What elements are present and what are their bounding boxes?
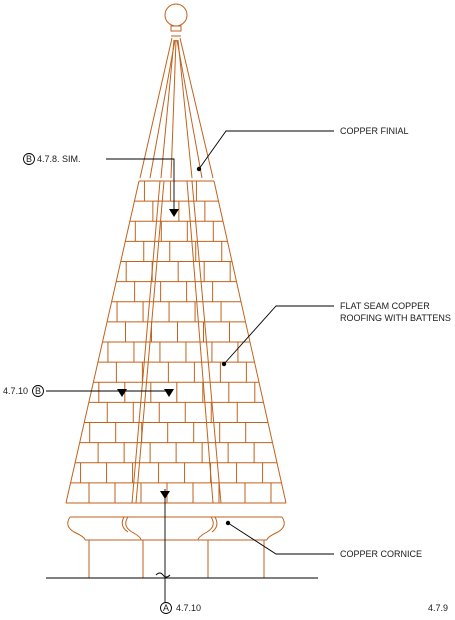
reference-top-left-letter: B xyxy=(26,154,32,164)
cornice xyxy=(66,502,286,541)
leader-copper-finial xyxy=(196,130,334,172)
reference-mid-left-letter: B xyxy=(35,386,41,396)
roof-cone xyxy=(65,180,287,504)
upper-spire xyxy=(139,37,214,182)
section-marker-bottom xyxy=(160,489,170,602)
finial xyxy=(164,3,188,37)
section-marker-mid xyxy=(46,389,174,397)
leader-flat-seam xyxy=(221,305,334,367)
reference-mid-left-text: 4.7.10 xyxy=(3,386,28,396)
reference-bottom-text: 4.7.10 xyxy=(176,603,201,613)
section-marker-top xyxy=(106,158,179,217)
label-copper-cornice: COPPER CORNICE xyxy=(340,549,422,559)
reference-top-left-text: 4.7.8. SIM. xyxy=(37,154,81,164)
base-columns xyxy=(88,540,265,578)
reference-mid-left: 4.7.10 B xyxy=(3,385,44,397)
label-copper-finial: COPPER FINIAL xyxy=(340,126,409,136)
leader-copper-cornice xyxy=(225,520,334,555)
reference-bottom: A 4.7.10 xyxy=(160,602,201,614)
reference-bottom-letter: A xyxy=(163,603,169,613)
label-flat-seam-line1: FLAT SEAM COPPER xyxy=(340,301,430,311)
label-flat-seam-line2: ROOFING WITH BATTENS xyxy=(340,313,451,323)
sheet-number: 4.7.9 xyxy=(428,603,448,613)
ground-line xyxy=(46,572,318,579)
reference-top-left: B 4.7.8. SIM. xyxy=(23,153,81,165)
